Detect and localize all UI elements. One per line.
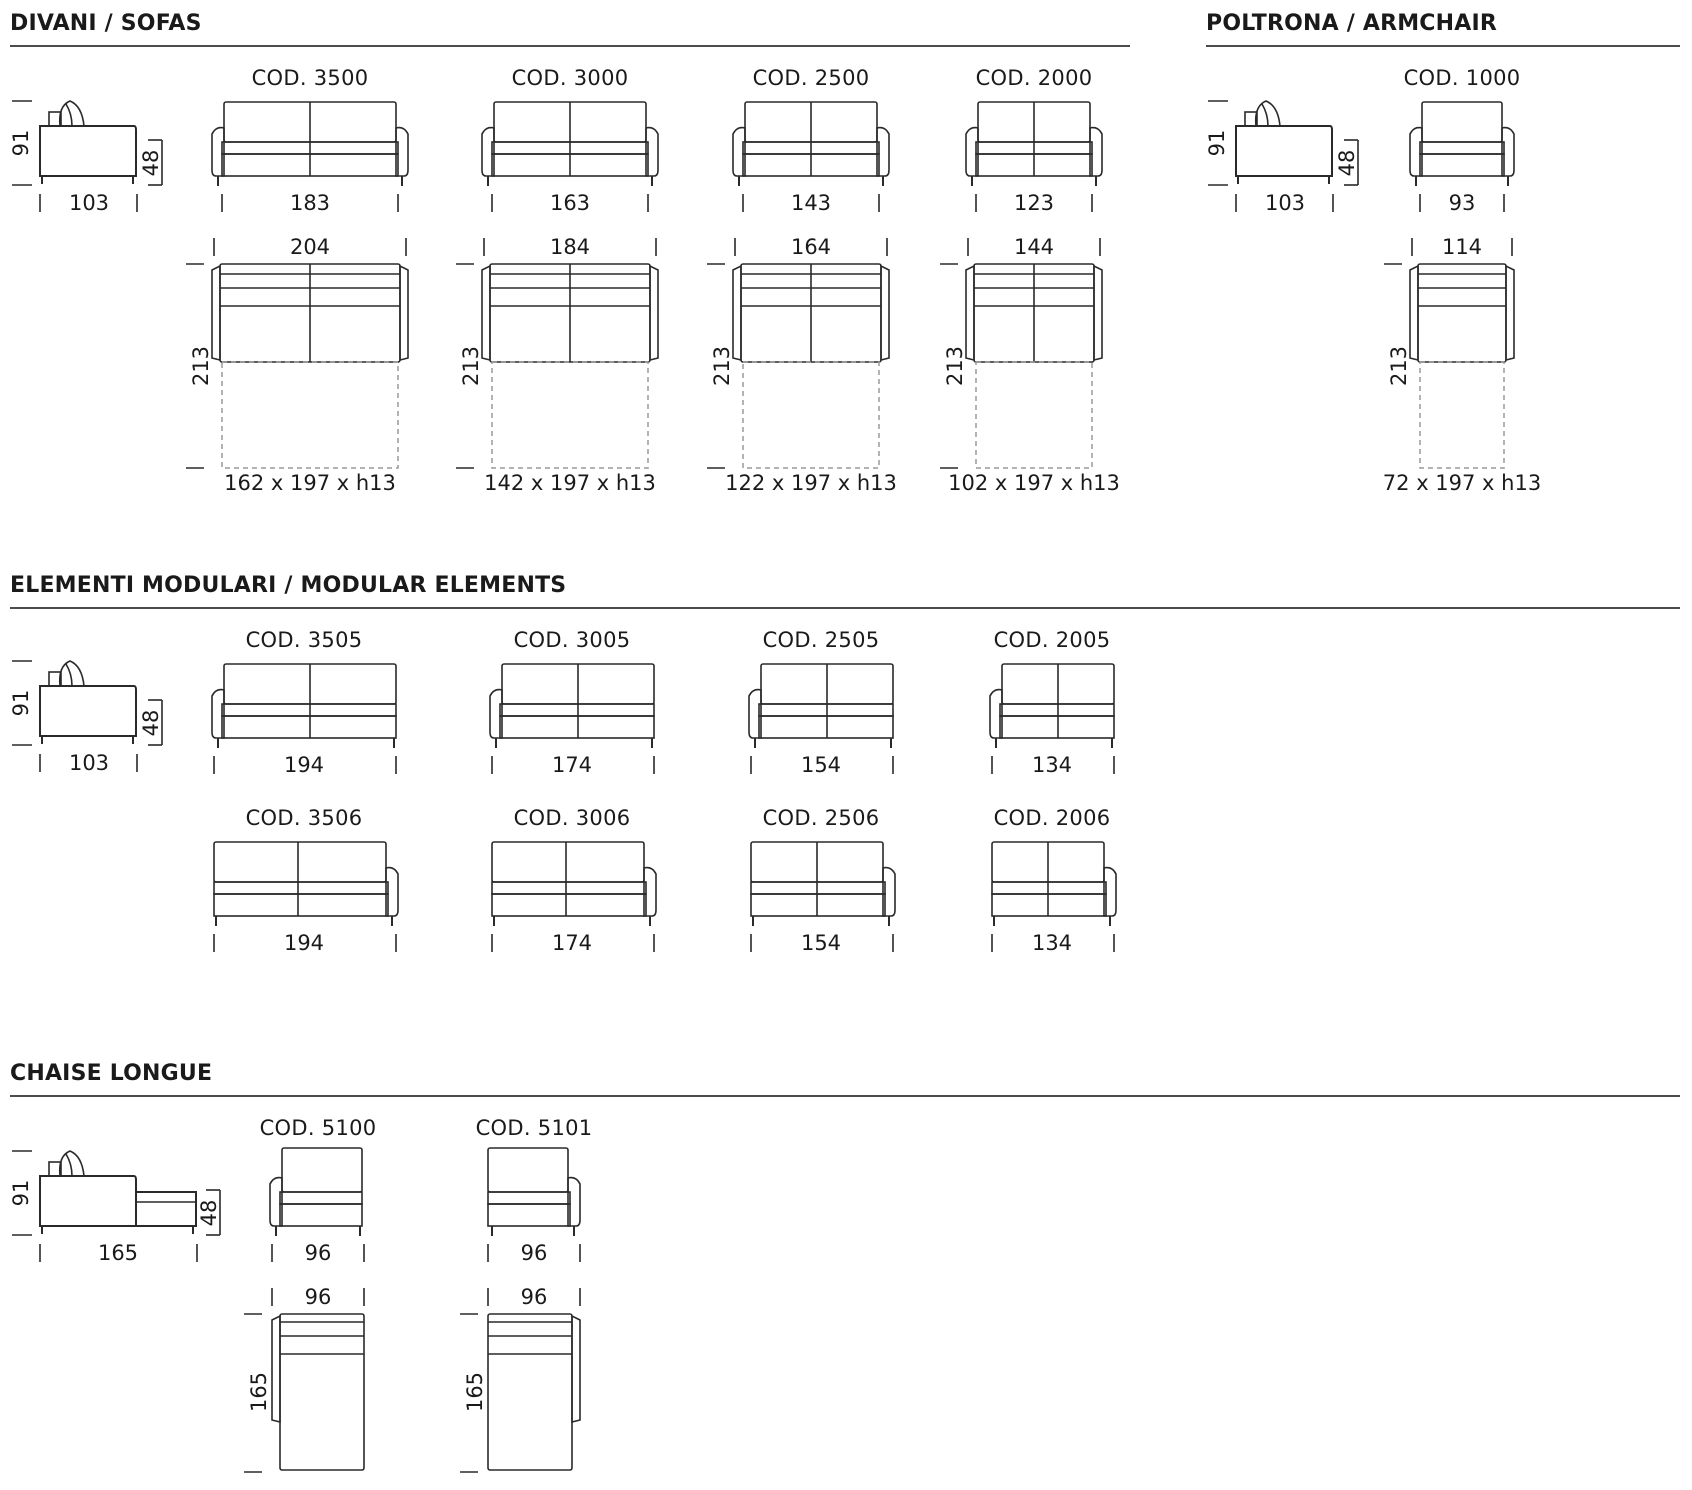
side-view-modular: 91 48 103 [9, 660, 163, 775]
product-code: COD. 3506 [246, 806, 363, 830]
side-depth-label: 103 [69, 751, 109, 775]
front-width: 154 [801, 753, 841, 777]
product-code: COD. 2000 [976, 66, 1093, 90]
open-width: 144 [1014, 235, 1054, 259]
front-width: 96 [521, 1241, 548, 1265]
sofa-models: COD. 3500 183 204 213 [186, 66, 1120, 495]
module-2505: COD. 2505 154 [748, 628, 894, 777]
front-width: 143 [791, 191, 831, 215]
product-code: COD. 2005 [994, 628, 1111, 652]
sofa-3000: COD. 3000 163 184 213 [456, 66, 659, 495]
section-title-modular: ELEMENTI MODULARI / MODULAR ELEMENTS [10, 573, 566, 598]
side-depth-label: 103 [69, 191, 109, 215]
front-width: 174 [552, 931, 592, 955]
product-code: COD. 3006 [514, 806, 631, 830]
open-depth: 213 [189, 346, 213, 386]
side-depth-label: 103 [1265, 191, 1305, 215]
front-width: 194 [284, 753, 324, 777]
front-width: 93 [1449, 191, 1476, 215]
module-3005: COD. 3005 174 [489, 628, 655, 777]
module-2005: COD. 2005 134 [989, 628, 1115, 777]
section-title-sofas: DIVANI / SOFAS [10, 11, 202, 36]
front-width: 154 [801, 931, 841, 955]
module-3006: COD. 3006 174 [491, 806, 657, 955]
side-seat-label: 48 [197, 1200, 221, 1227]
top-depth: 165 [463, 1372, 487, 1412]
open-width: 184 [550, 235, 590, 259]
product-code: COD. 2006 [994, 806, 1111, 830]
sofa-2000: COD. 2000 123 144 213 [940, 66, 1120, 495]
open-depth: 213 [943, 346, 967, 386]
front-width: 96 [305, 1241, 332, 1265]
product-code: COD. 2500 [753, 66, 870, 90]
open-depth: 213 [710, 346, 734, 386]
product-code: COD. 2506 [763, 806, 880, 830]
product-code: COD. 5100 [260, 1116, 377, 1140]
product-code: COD. 3005 [514, 628, 631, 652]
top-depth: 165 [247, 1372, 271, 1412]
module-2006: COD. 2006 134 [991, 806, 1117, 955]
side-height-label: 91 [9, 1180, 33, 1207]
side-seat-label: 48 [1335, 150, 1359, 177]
front-width: 123 [1014, 191, 1054, 215]
side-view-chaise: 91 48 165 [9, 1150, 221, 1265]
front-width: 134 [1032, 931, 1072, 955]
open-width: 204 [290, 235, 330, 259]
side-seat-label: 48 [139, 150, 163, 177]
side-view-armchair: 91 48 103 [1205, 100, 1359, 215]
module-2506: COD. 2506 154 [750, 806, 896, 955]
top-width: 96 [521, 1285, 548, 1309]
mattress-size: 72 x 197 x h13 [1383, 471, 1541, 495]
product-code: COD. 1000 [1404, 66, 1521, 90]
side-view-sofa: 91 48 103 [9, 100, 163, 215]
front-width: 194 [284, 931, 324, 955]
modular-right-row: COD. 3506 194 COD. 3006 174 CO [213, 806, 1117, 955]
front-width: 174 [552, 753, 592, 777]
top-width: 96 [305, 1285, 332, 1309]
open-depth: 213 [459, 346, 483, 386]
chaise-5101: COD. 5101 96 96 165 [460, 1116, 593, 1473]
section-title-armchair: POLTRONA / ARMCHAIR [1206, 11, 1497, 36]
front-width: 134 [1032, 753, 1072, 777]
section-title-chaise: CHAISE LONGUE [10, 1061, 212, 1086]
modular-left-row: COD. 3505 194 COD. 3005 174 CO [211, 628, 1115, 777]
mattress-size: 102 x 197 x h13 [948, 471, 1120, 495]
mattress-size: 142 x 197 x h13 [484, 471, 656, 495]
product-code: COD. 2505 [763, 628, 880, 652]
open-width: 114 [1442, 235, 1482, 259]
chaise-5100: COD. 5100 96 96 165 [244, 1116, 377, 1473]
side-height-label: 91 [9, 690, 33, 717]
side-seat-label: 48 [139, 710, 163, 737]
front-width: 163 [550, 191, 590, 215]
sofa-2500: COD. 2500 143 164 213 [707, 66, 897, 495]
product-code: COD. 3000 [512, 66, 629, 90]
mattress-size: 122 x 197 x h13 [725, 471, 897, 495]
side-height-label: 91 [1205, 130, 1229, 157]
armchair-1000: COD. 1000 93 114 213 72 x 197 x h13 [1383, 66, 1541, 495]
side-height-label: 91 [9, 130, 33, 157]
front-width: 183 [290, 191, 330, 215]
module-3505: COD. 3505 194 [211, 628, 397, 777]
open-depth: 213 [1387, 346, 1411, 386]
product-code: COD. 5101 [476, 1116, 593, 1140]
module-3506: COD. 3506 194 [213, 806, 399, 955]
product-code: COD. 3500 [252, 66, 369, 90]
open-width: 164 [791, 235, 831, 259]
product-code: COD. 3505 [246, 628, 363, 652]
mattress-size: 162 x 197 x h13 [224, 471, 396, 495]
sofa-3500: COD. 3500 183 204 213 [186, 66, 409, 495]
side-depth-label: 165 [98, 1241, 138, 1265]
